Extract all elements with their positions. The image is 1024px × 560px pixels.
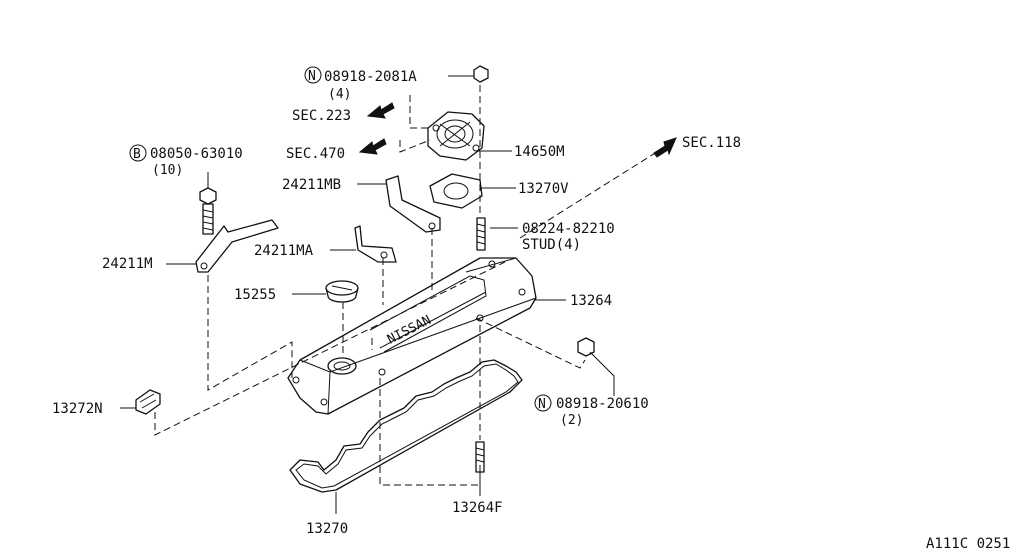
- sec223-arrow-icon: [366, 102, 395, 119]
- label-sec223: SEC.223: [292, 108, 351, 124]
- bolt: [199, 187, 217, 235]
- label-13270V: 13270V: [518, 181, 569, 197]
- cover-gasket: [289, 359, 523, 493]
- label-13272N: 13272N: [52, 401, 103, 417]
- oil-filler-cap: [325, 280, 359, 303]
- prefix-b-icon: B: [133, 147, 141, 162]
- label-24211M: 24211M: [102, 256, 153, 272]
- bracket-24211MA: [354, 225, 397, 263]
- label-08050-63010: 08050-63010: [150, 146, 243, 162]
- nut-top: [473, 65, 489, 83]
- label-stud-qty: STUD(4): [522, 237, 581, 253]
- label-13270: 13270: [306, 521, 348, 537]
- label-13264: 13264: [570, 293, 612, 309]
- label-08224-82210: 08224-82210: [522, 221, 615, 237]
- diagram-code: A111C 0251: [926, 536, 1010, 552]
- grommet: [135, 389, 161, 415]
- label-24211MB: 24211MB: [282, 177, 341, 193]
- label-15255: 15255: [234, 287, 276, 303]
- throttle-gasket: [429, 173, 483, 209]
- label-sec118: SEC.118: [682, 135, 741, 151]
- label-08918-20610: 08918-20610: [556, 396, 649, 412]
- prefix-n-icon: N: [308, 69, 316, 84]
- label-13264F: 13264F: [452, 500, 503, 516]
- leader-lines: [120, 75, 615, 514]
- label-nut-side: N 08918-20610 (2): [534, 394, 649, 428]
- sec118-arrow-icon: [653, 137, 677, 158]
- rocker-cover: NISSAN: [287, 257, 537, 415]
- prefix-n-icon: N: [538, 397, 546, 412]
- dashed-assembly-lines: [154, 85, 661, 486]
- label-24211MA: 24211MA: [254, 243, 314, 259]
- bracket-24211MB: [385, 175, 441, 233]
- label-08918-2081A: 08918-2081A: [324, 69, 417, 85]
- label-14650M: 14650M: [514, 144, 565, 160]
- throttle-chamber: [427, 111, 485, 161]
- stud-upper: [476, 217, 486, 251]
- label-08050-63010-qty: (10): [152, 163, 183, 178]
- nut-side: [577, 337, 595, 357]
- label-08918-20610-qty: (2): [560, 413, 583, 428]
- label-08918-2081A-qty: (4): [328, 87, 351, 102]
- label-nut-top: N 08918-2081A (4): [304, 66, 417, 102]
- bracket-24211M: [195, 219, 279, 273]
- label-sec470: SEC.470: [286, 146, 345, 162]
- label-bolt: B 08050-63010 (10): [129, 144, 243, 178]
- sec470-arrow-icon: [358, 138, 387, 155]
